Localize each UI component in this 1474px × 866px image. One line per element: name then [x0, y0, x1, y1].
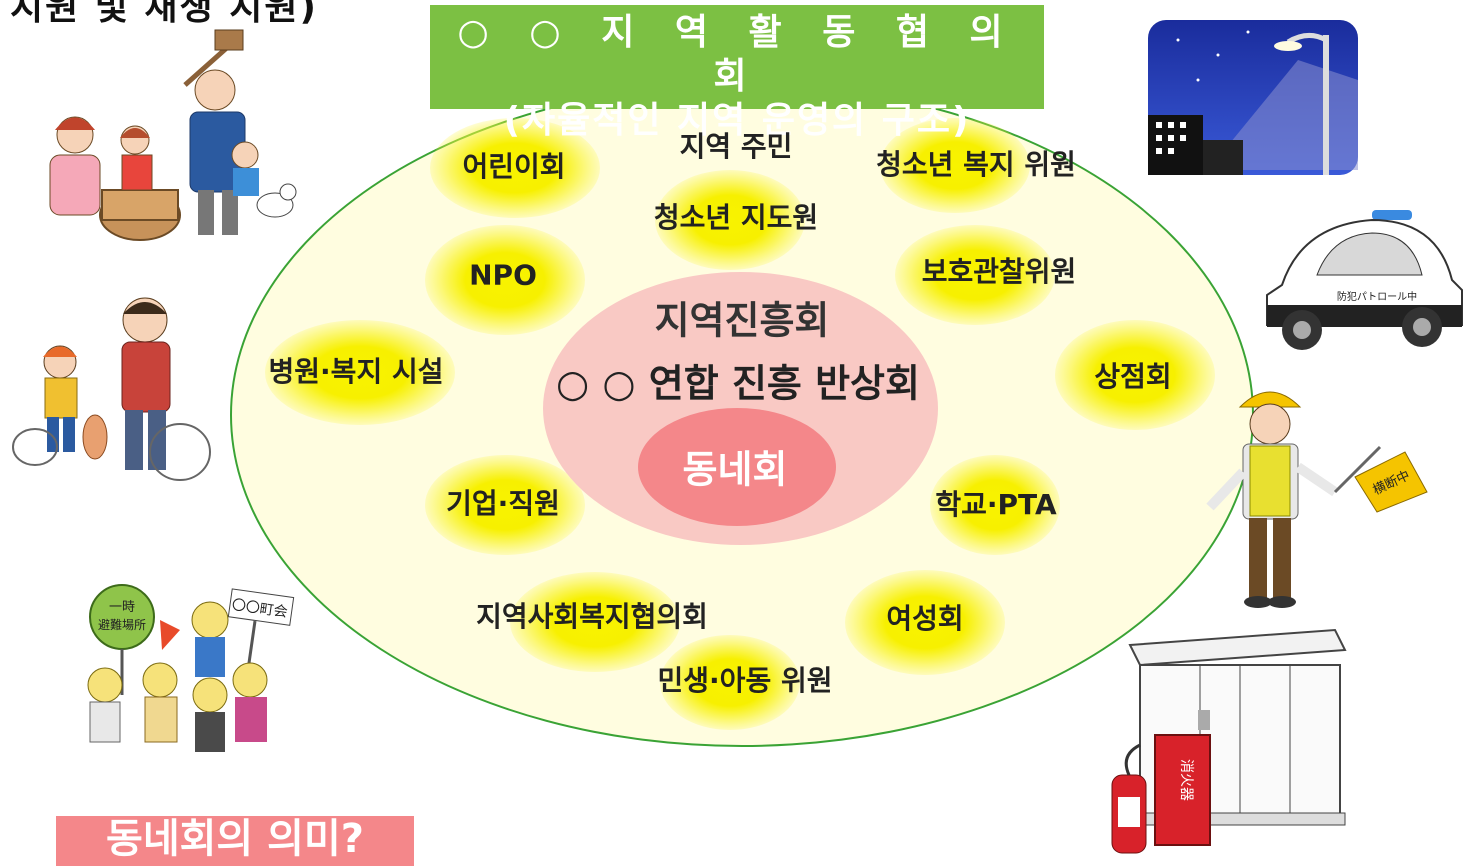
sign-left-line1: 一時 — [109, 600, 135, 615]
center-label-2: ○ ○ 연합 진흥 반상회 — [556, 361, 920, 406]
patrol-car-text: 防犯パトロール中 — [1337, 290, 1417, 303]
member-children-club: 어린이회 — [462, 150, 566, 183]
sign-right-text: 〇〇町会 — [231, 597, 289, 621]
member-youth-welfare: 청소년 복지 위원 — [876, 148, 1076, 181]
member-civil-child: 민생·아동 위원 — [657, 664, 833, 697]
glow — [510, 572, 680, 672]
evacuation-illustration: 一時 避難場所 〇〇町会 — [87, 584, 295, 752]
sign-left-line2: 避難場所 — [98, 617, 146, 632]
member-probation: 보호관찰위원 — [921, 255, 1077, 288]
glow — [845, 570, 1005, 675]
core-ellipse — [638, 408, 836, 526]
page-title: 지원 및 재생 지원) — [10, 0, 318, 28]
header-box: ○ ○ 지 역 활 동 협 의 회 (자율적인 지역 운영의 구조) — [430, 5, 1044, 141]
patrol-car-illustration: 防犯パトロール中 — [1266, 210, 1463, 350]
member-company-staff: 기업·직원 — [446, 487, 560, 520]
member-npo: NPO — [469, 258, 537, 292]
member-school-pta: 학교·PTA — [935, 488, 1057, 521]
streetlight-illustration — [1148, 20, 1358, 175]
crossing-guard-illustration: 横断中 — [1206, 391, 1428, 608]
storage-illustration: 消火器 — [1111, 628, 1347, 854]
member-youth-leader: 청소년 지도원 — [653, 201, 819, 234]
member-hospital-welfare: 병원·복지 시설 — [268, 355, 444, 388]
member-merchants: 상점회 — [1094, 360, 1172, 393]
header-line1: ○ ○ 지 역 활 동 협 의 회 — [457, 12, 1017, 97]
glow — [880, 118, 1030, 213]
header-line2: (자율적인 지역 운영의 구조) — [503, 100, 971, 141]
glow — [930, 455, 1060, 555]
glow — [425, 225, 585, 335]
glow — [430, 118, 600, 218]
cleanup-illustration — [12, 297, 211, 481]
center-label-1: 지역진흥회 — [654, 298, 830, 343]
member-social-welfare: 지역사회복지협의회 — [476, 600, 708, 633]
glow — [660, 635, 800, 730]
bottom-label: 동네회의 의미? — [56, 816, 414, 866]
glow — [895, 225, 1055, 325]
member-residents: 지역 주민 — [679, 130, 793, 163]
glow — [655, 170, 805, 270]
member-womens-club: 여성회 — [886, 602, 964, 635]
family-illustration — [49, 29, 297, 241]
glow — [265, 320, 455, 425]
glow — [1055, 320, 1215, 430]
glow — [425, 455, 585, 555]
extinguisher-box-text: 消火器 — [1178, 759, 1194, 801]
core-label: 동네회 — [682, 447, 788, 492]
